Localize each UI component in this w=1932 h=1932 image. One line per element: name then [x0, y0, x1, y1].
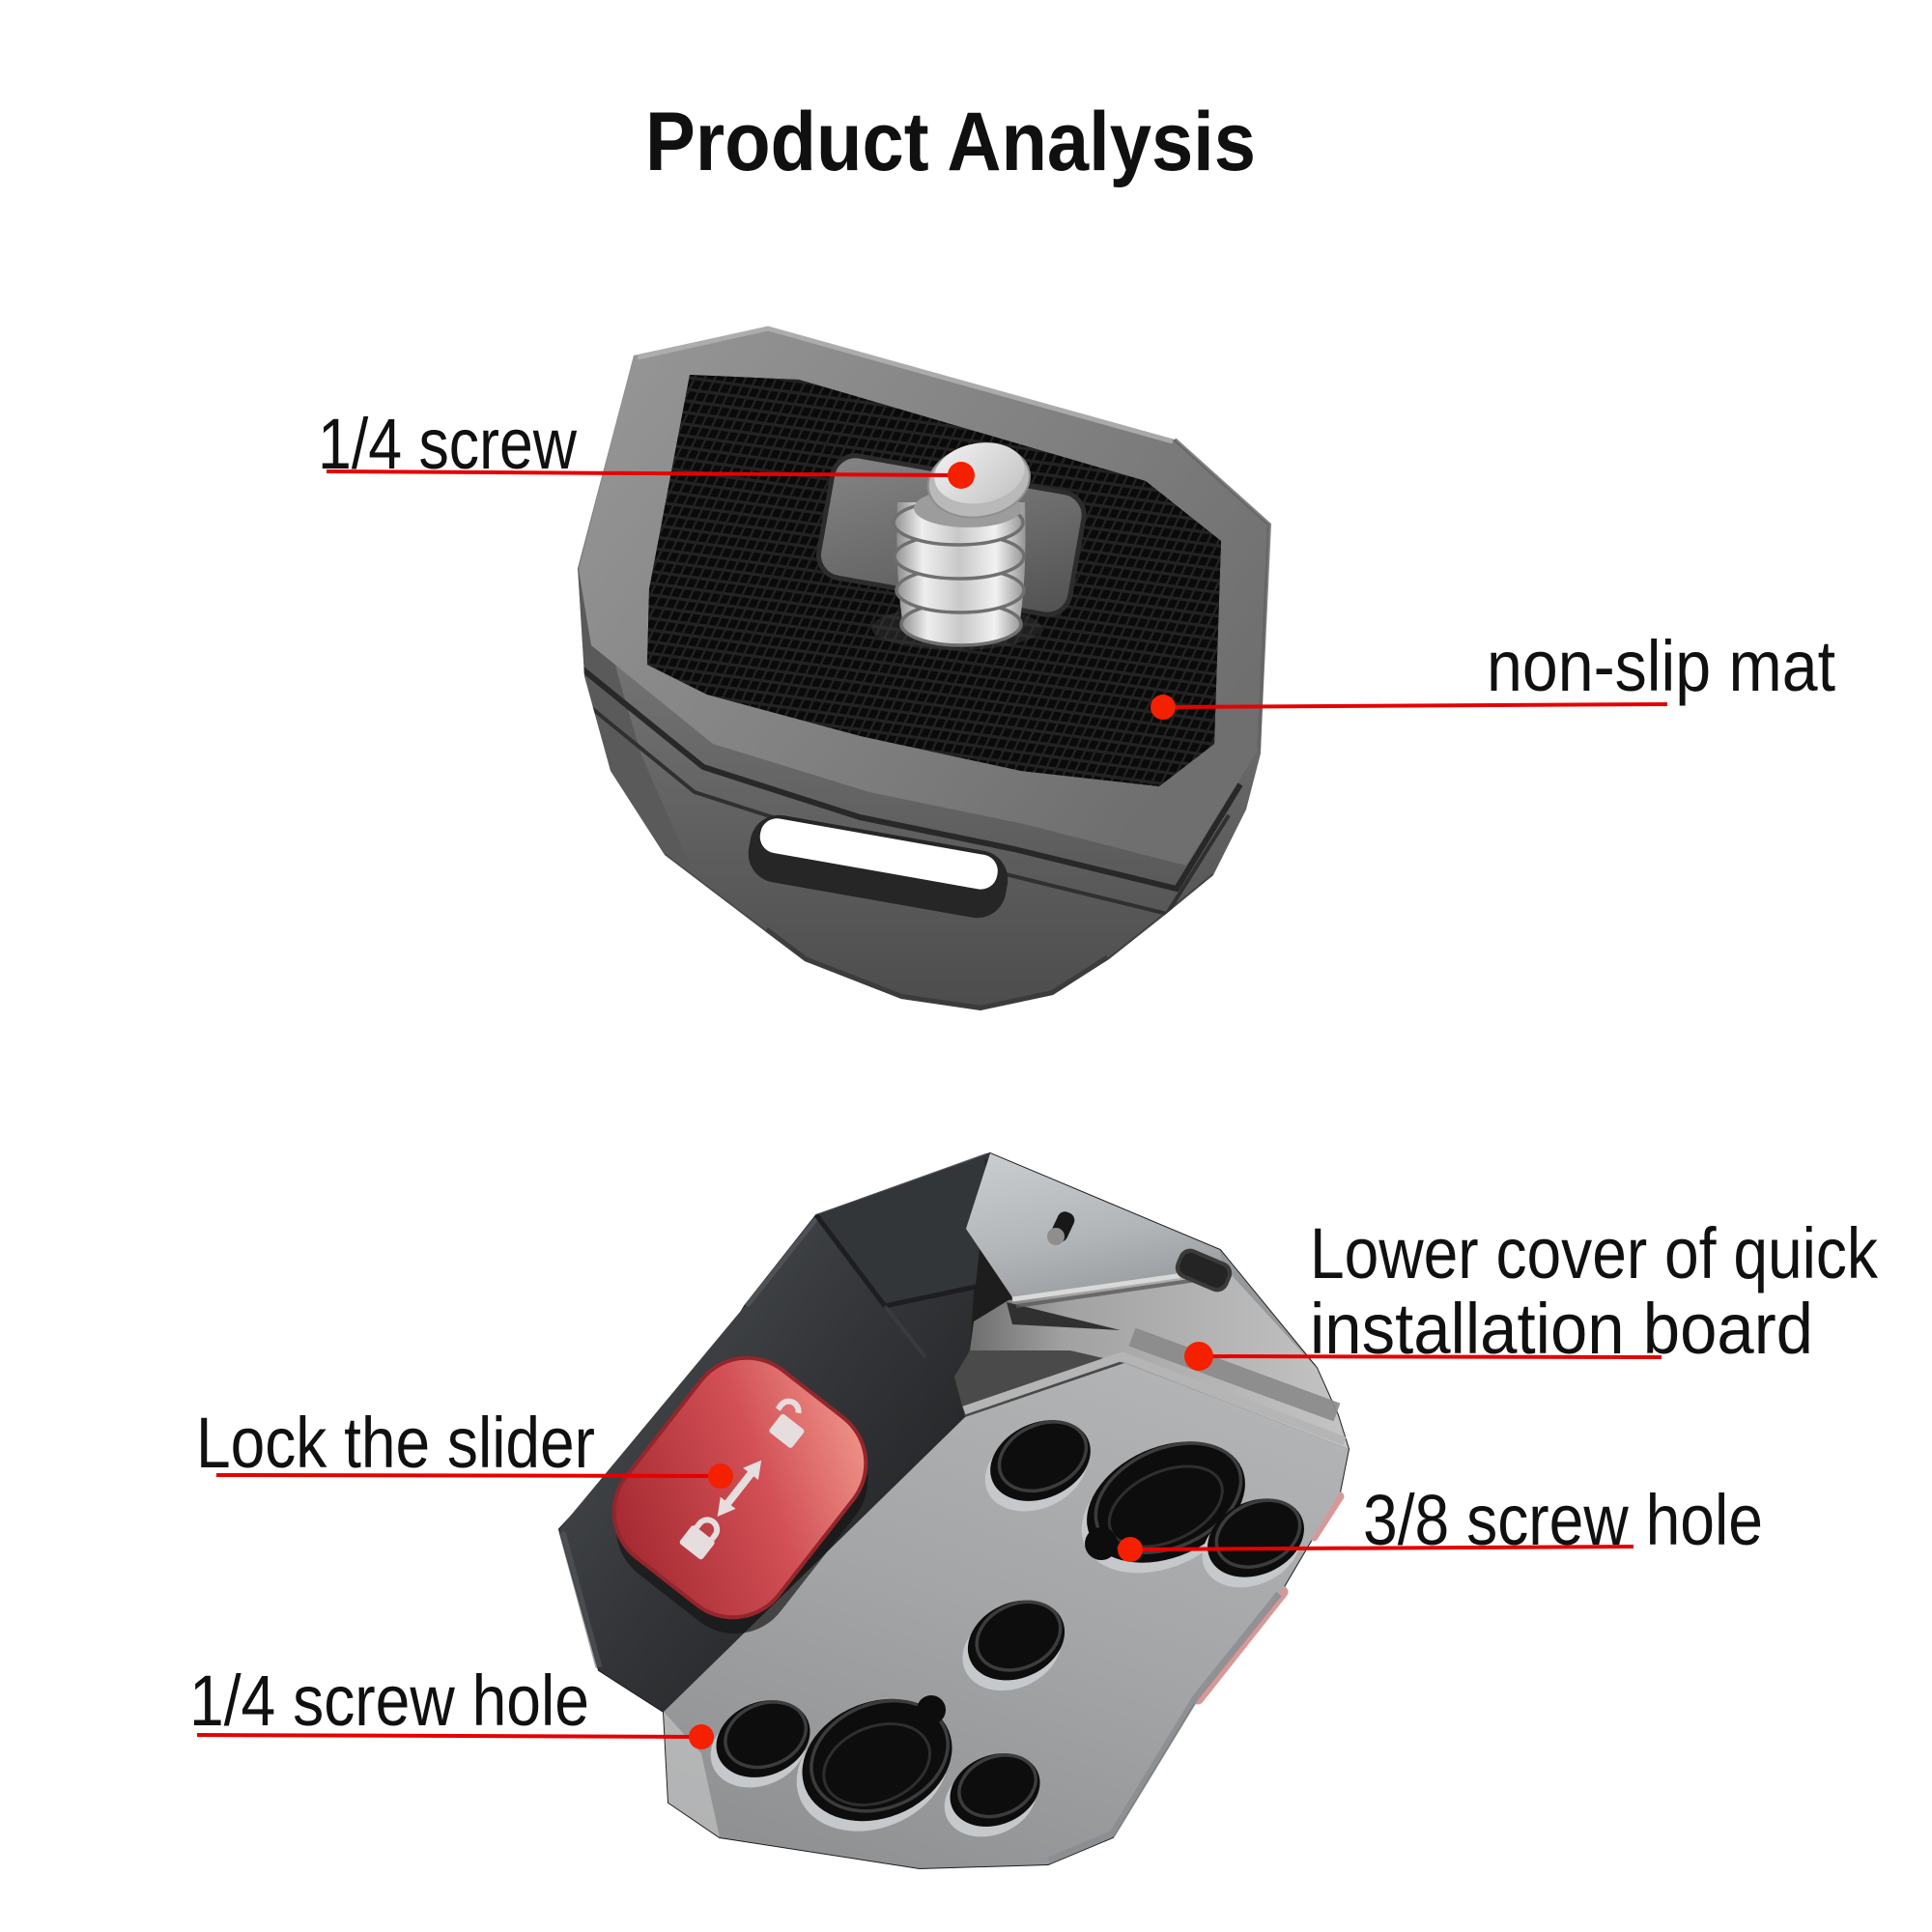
svg-text:3/8 screw hole: 3/8 screw hole [1363, 1480, 1763, 1560]
svg-text:1/4 screw: 1/4 screw [318, 404, 577, 484]
svg-text:non-slip mat: non-slip mat [1487, 626, 1835, 706]
svg-text:Lower cover of quick: Lower cover of quick [1310, 1213, 1879, 1293]
svg-text:installation board: installation board [1310, 1289, 1813, 1369]
svg-text:1/4 screw hole: 1/4 screw hole [189, 1661, 589, 1741]
svg-text:Product Analysis: Product Analysis [645, 96, 1256, 188]
svg-text:Lock the slider: Lock the slider [196, 1403, 595, 1483]
